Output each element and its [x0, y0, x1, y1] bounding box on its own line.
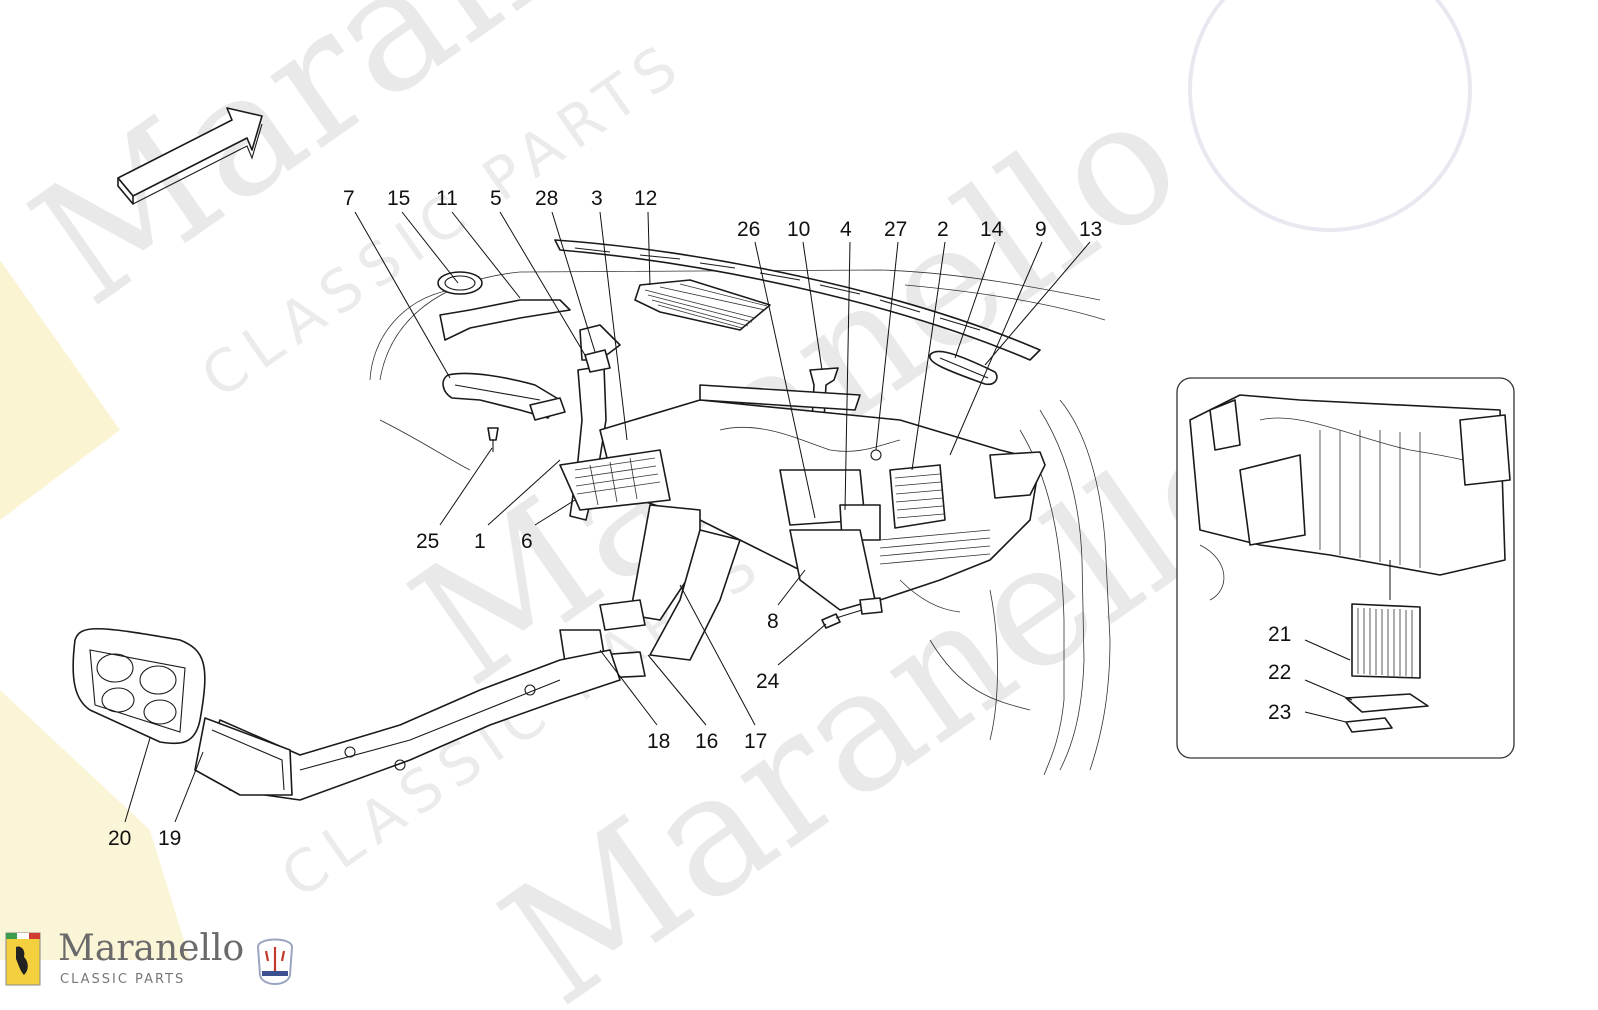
callout-28: 28 [535, 187, 558, 210]
part-24-screw [821, 597, 883, 629]
callout-23: 23 [1268, 701, 1291, 724]
callout-20: 20 [108, 827, 131, 850]
leader-lines [124, 211, 1353, 823]
callout-10: 10 [787, 218, 810, 241]
callout-13: 13 [1079, 218, 1102, 241]
callout-3: 3 [591, 187, 603, 210]
callouts: 7 15 11 5 28 3 12 26 10 4 27 2 14 9 13 2… [108, 187, 1291, 850]
callout-7: 7 [343, 187, 355, 210]
callout-14: 14 [980, 218, 1004, 241]
direction-arrow [117, 107, 263, 205]
callout-15: 15 [387, 187, 410, 210]
callout-1: 1 [474, 530, 486, 553]
callout-17: 17 [744, 730, 767, 753]
callout-5: 5 [490, 187, 502, 210]
callout-12: 12 [634, 187, 657, 210]
callout-27: 27 [884, 218, 907, 241]
callout-9: 9 [1035, 218, 1047, 241]
inset-panel [1176, 377, 1515, 759]
callout-18: 18 [647, 730, 670, 753]
callout-16: 16 [695, 730, 718, 753]
callout-26: 26 [737, 218, 760, 241]
part-14-slot [929, 350, 998, 386]
part-11-duct [439, 299, 621, 361]
dashboard-outline [369, 239, 1111, 776]
part-19-duct [194, 649, 621, 801]
part-15-speaker [437, 271, 483, 295]
brand-logo [5, 932, 294, 986]
maserati-trident-icon [256, 938, 294, 985]
callout-25: 25 [416, 530, 439, 553]
callout-19: 19 [158, 827, 181, 850]
callout-4: 4 [840, 218, 852, 241]
callout-22: 22 [1268, 661, 1291, 684]
callout-8: 8 [767, 610, 779, 633]
callout-24: 24 [756, 670, 780, 693]
part-25-screw [487, 427, 499, 452]
logo-sub-text: CLASSIC PARTS [60, 972, 186, 987]
logo-brand-text: Maranello [58, 928, 245, 969]
part-17-duct [629, 504, 741, 661]
callout-21: 21 [1268, 623, 1291, 646]
callout-2: 2 [937, 218, 949, 241]
part-7-duct [442, 372, 566, 421]
part-20-vent [72, 628, 206, 745]
callout-6: 6 [521, 530, 533, 553]
callout-11: 11 [436, 187, 458, 210]
hvac-assembly [559, 384, 1046, 613]
part-12-grille [634, 279, 771, 331]
